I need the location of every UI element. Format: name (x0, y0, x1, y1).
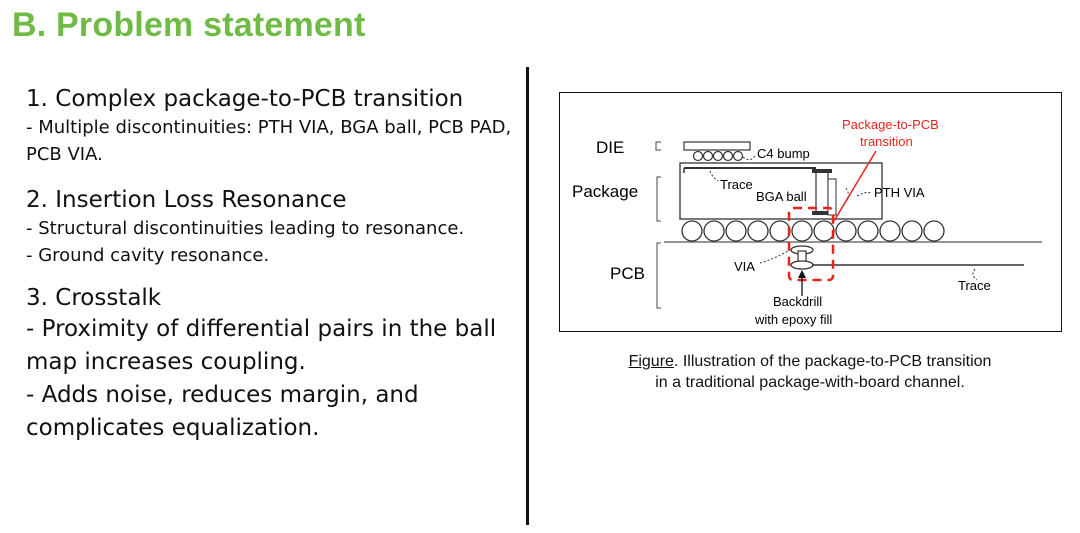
transition-label-line1: Package-to-PCB (842, 117, 939, 132)
trace-label-package: Trace (720, 177, 753, 192)
die-bracket (655, 141, 661, 151)
section-3-point-2: - Adds noise, reduces margin, and compli… (26, 382, 419, 441)
problem-list: 1. Complex package-to-PCB transition - M… (26, 84, 516, 445)
section-2-point-1: - Structural discontinuities leading to … (26, 218, 465, 239)
via-label: VIA (734, 259, 755, 274)
pcb-label: PCB (610, 264, 645, 283)
die-label: DIE (596, 138, 624, 157)
pcb-bracket (656, 242, 661, 309)
c4-bump-label: C4 bump (757, 146, 810, 161)
package-bracket (656, 176, 661, 222)
bga-ball-label: BGA ball (756, 189, 807, 204)
trace-label-pcb: Trace (958, 278, 991, 293)
pth-via-barrel (815, 170, 829, 214)
bga-balls (681, 220, 945, 242)
transition-arrow (833, 150, 877, 222)
section-heading-2: 2. Insertion Loss Resonance (26, 187, 347, 213)
section-heading-3: 3. Crosstalk (26, 285, 162, 311)
package-label: Package (572, 182, 638, 201)
section-heading-1: 1. Complex package-to-PCB transition (26, 86, 464, 112)
caption-figure-word: Figure (628, 353, 674, 370)
caption-line1: . Illustration of the package-to-PCB tra… (673, 353, 992, 370)
section-2-point-2: - Ground cavity resonance. (26, 245, 270, 266)
c4-pointer (742, 155, 756, 161)
column-divider (526, 67, 529, 525)
c4-bumps (692, 150, 744, 162)
package-body (679, 162, 883, 220)
section-3-point-1: - Proximity of differential pairs in the… (26, 316, 497, 375)
backdrill-label-line1: Backdrill (773, 294, 822, 309)
page-title: B. Problem statement (12, 6, 366, 44)
pth-via-label: PTH VIA (874, 185, 925, 200)
caption-line2: in a traditional package-with-board chan… (655, 374, 965, 391)
transition-figure: DIE Package PCB C4 bump Trace BGA ball P… (559, 92, 1062, 332)
die-rect (683, 141, 751, 151)
section-1-point-1: - Multiple discontinuities: PTH VIA, BGA… (26, 117, 512, 165)
transition-label-line2: transition (860, 134, 913, 149)
transition-highlight (787, 206, 835, 282)
figure-caption: Figure. Illustration of the package-to-P… (580, 351, 1040, 393)
backdrill-label-line2: with epoxy fill (754, 312, 832, 327)
